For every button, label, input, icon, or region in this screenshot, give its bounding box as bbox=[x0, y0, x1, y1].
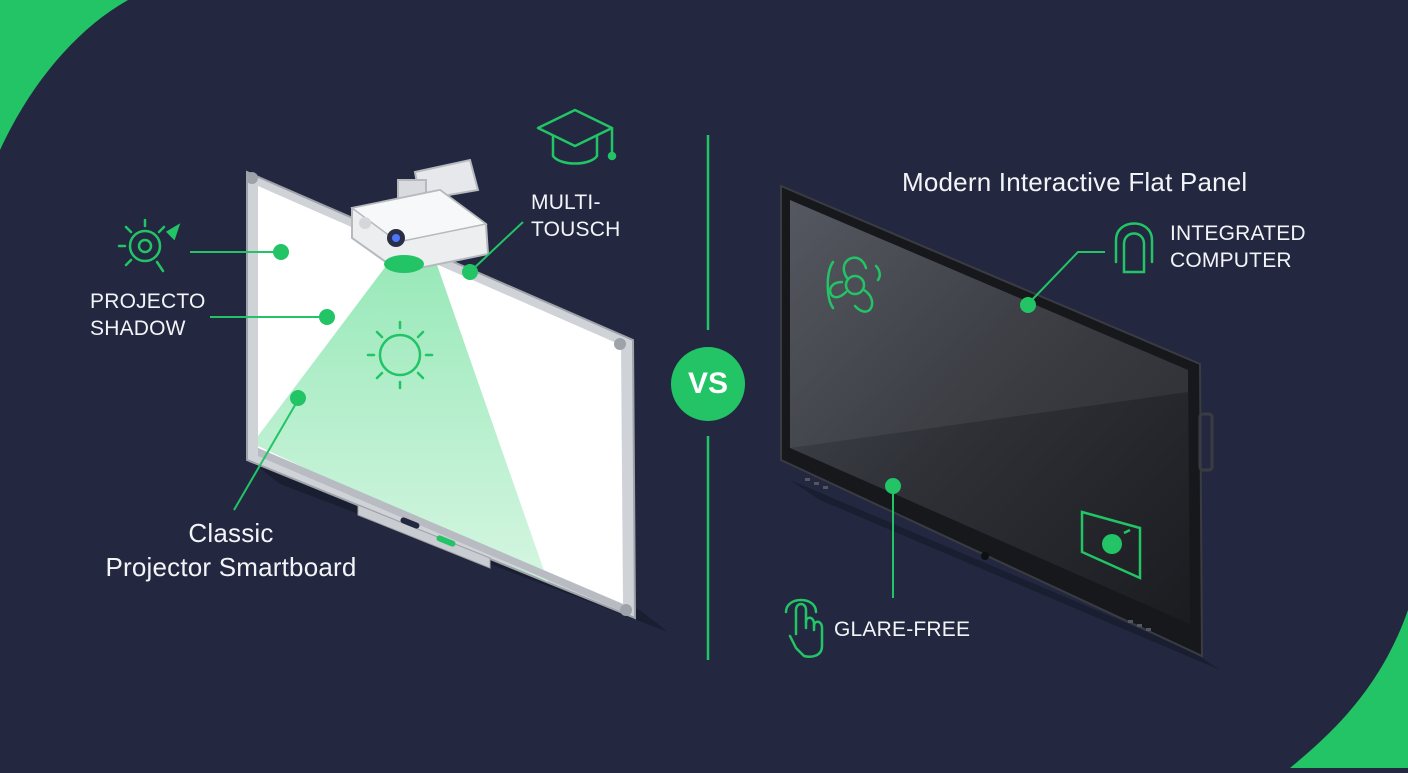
graduation-cap-icon bbox=[536, 108, 617, 165]
callout-dot bbox=[273, 244, 289, 260]
corner-accent-top-left bbox=[0, 0, 128, 150]
left-callouts bbox=[190, 221, 524, 511]
panel-screen bbox=[790, 200, 1190, 624]
callout-projector-shadow-line-2: SHADOW bbox=[90, 317, 186, 340]
sun-icon bbox=[366, 320, 434, 390]
board-bottom-rail bbox=[258, 448, 623, 612]
callout-dot bbox=[290, 390, 306, 406]
callout-integrated-computer-line-1: INTEGRATED bbox=[1170, 222, 1306, 245]
panel-glare bbox=[790, 200, 1188, 448]
vs-badge: VS bbox=[671, 347, 745, 421]
right-title-text: Modern Interactive Flat Panel bbox=[902, 167, 1248, 197]
callout-dot bbox=[885, 478, 901, 494]
classic-smartboard bbox=[246, 170, 668, 632]
screen-touch-icon bbox=[1080, 510, 1142, 580]
left-title-line-1: Classic bbox=[188, 518, 274, 548]
callout-glare-free: GLARE-FREE bbox=[834, 616, 970, 643]
projector-burst-icon bbox=[117, 218, 181, 273]
right-title: Modern Interactive Flat Panel bbox=[902, 165, 1247, 199]
interactive-flat-panel bbox=[780, 184, 1220, 670]
left-title: Classic Projector Smartboard bbox=[91, 516, 371, 584]
pen-tray-marker-dark bbox=[400, 517, 420, 529]
panel-side-handle bbox=[1198, 412, 1214, 472]
callout-multi-touch-line-2: TOUSCH bbox=[531, 218, 621, 241]
callout-integrated-computer: INTEGRATED COMPUTER bbox=[1170, 220, 1306, 274]
corner-accent-bottom-right bbox=[1290, 610, 1408, 768]
callout-dot bbox=[319, 309, 335, 325]
left-title-line-2: Projector Smartboard bbox=[105, 552, 357, 582]
callout-integrated-computer-line-2: COMPUTER bbox=[1170, 249, 1292, 272]
callout-projector-shadow: PROJECTO SHADOW bbox=[90, 288, 206, 342]
pen-tray-marker-green bbox=[436, 535, 456, 547]
touch-finger-icon bbox=[1114, 222, 1154, 274]
callout-dot bbox=[1020, 297, 1036, 313]
panel-shadow bbox=[790, 480, 1220, 670]
projector-light-beam bbox=[258, 258, 548, 582]
pointing-hand-icon bbox=[784, 598, 824, 658]
callout-multi-touch: MULTI- TOUSCH bbox=[531, 189, 621, 243]
callout-glare-free-text: GLARE-FREE bbox=[834, 618, 971, 641]
callout-dot bbox=[462, 264, 478, 280]
right-callouts bbox=[892, 251, 1105, 598]
callout-multi-touch-line-1: MULTI- bbox=[531, 191, 601, 214]
callout-projector-shadow-line-1: PROJECTO bbox=[90, 290, 206, 313]
fan-icon bbox=[826, 256, 881, 313]
